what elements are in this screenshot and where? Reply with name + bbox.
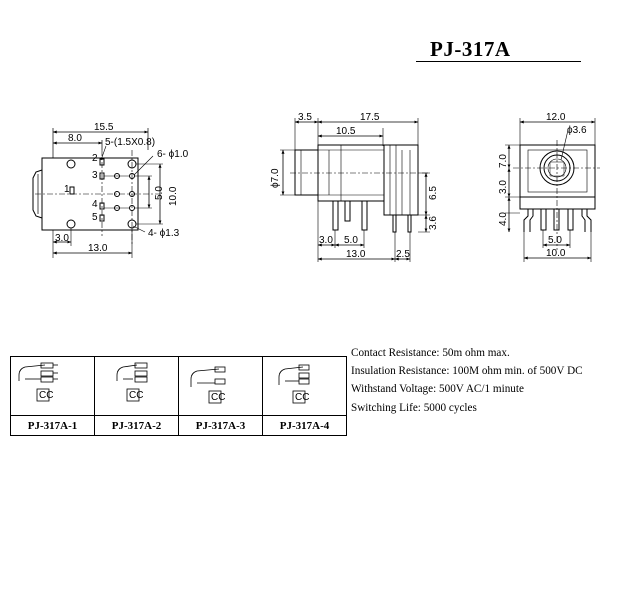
- dim-5-slot-holes: 5-(1.5X0.8): [105, 137, 155, 148]
- dim-2-5: 2.5: [396, 249, 410, 260]
- dim-15-5: 15.5: [94, 122, 114, 133]
- front-view-labels: 15.5 8.0 5-(1.5X0.8) 6- ϕ1.0 5.0 10.0 4-…: [55, 122, 189, 254]
- variant-1-schematic: CC: [10, 356, 95, 416]
- spec-contact-resistance: Contact Resistance: 50m ohm max.: [351, 347, 510, 359]
- svg-text:CC: CC: [211, 392, 225, 403]
- end-view: [505, 118, 600, 262]
- dim-10-5: 10.5: [336, 126, 356, 137]
- dim-side-13-0: 13.0: [346, 249, 366, 260]
- variant-label-1: PJ-317A-1: [10, 415, 95, 436]
- svg-text:CC: CC: [39, 390, 53, 401]
- jack-schematic-icon: CC: [190, 366, 225, 404]
- svg-text:CC: CC: [129, 390, 143, 401]
- dim-6-holes: 6- ϕ1.0: [157, 149, 189, 160]
- pin-label-1: 1: [64, 184, 70, 195]
- dim-end-3-0: 3.0: [498, 180, 509, 194]
- variant-label-3: PJ-317A-3: [178, 415, 263, 436]
- svg-text:CC: CC: [295, 392, 309, 403]
- pin-label-3: 3: [92, 170, 98, 181]
- jack-schematic-icon: CC: [278, 364, 309, 404]
- pin-label-4: 4: [92, 199, 98, 210]
- variant-label-2: PJ-317A-2: [94, 415, 179, 436]
- end-view-labels: 12.0 ϕ3.6 7.0 3.0 4.0 5.0 10.0: [498, 112, 587, 259]
- dim-end-5-0: 5.0: [548, 235, 562, 246]
- pin-label-2: 2: [92, 153, 98, 164]
- dim-phi-7-0: ϕ7.0: [270, 168, 281, 188]
- dim-10-0: 10.0: [168, 186, 179, 206]
- variant-table: CC CC: [10, 356, 347, 436]
- dim-5-0: 5.0: [154, 186, 165, 200]
- dim-end-7-0: 7.0: [498, 154, 509, 168]
- dim-side-3-0: 3.0: [319, 235, 333, 246]
- side-view-labels: 3.5 17.5 10.5 ϕ7.0 6.5 3.6 3.0 5.0 13.0 …: [270, 112, 439, 260]
- variant-label-4: PJ-317A-4: [262, 415, 347, 436]
- jack-schematic-icon: CC: [18, 362, 58, 402]
- dim-12-0: 12.0: [546, 112, 566, 123]
- dim-6-5: 6.5: [428, 186, 439, 200]
- dim-17-5: 17.5: [360, 112, 380, 123]
- variant-4-schematic: CC: [262, 356, 347, 416]
- dim-phi-3-6: ϕ3.6: [567, 125, 587, 136]
- front-view: [32, 128, 163, 258]
- dim-side-5-0: 5.0: [344, 235, 358, 246]
- dim-3-0: 3.0: [55, 233, 69, 244]
- dim-3-5: 3.5: [298, 112, 312, 123]
- spec-switching-life: Switching Life: 5000 cycles: [351, 401, 477, 414]
- variant-2-schematic: CC: [94, 356, 179, 416]
- dim-end-10-0: 10.0: [546, 248, 566, 259]
- side-view: [280, 118, 430, 262]
- part-number-title: PJ-317A: [430, 37, 511, 61]
- title-underline: [416, 61, 581, 62]
- dim-8-0: 8.0: [68, 133, 82, 144]
- dim-3-6: 3.6: [428, 216, 439, 230]
- dim-4-holes: 4- ϕ1.3: [148, 228, 180, 239]
- variant-3-schematic: CC: [178, 356, 263, 416]
- spec-withstand-voltage: Withstand Voltage: 500V AC/1 minute: [351, 383, 524, 396]
- specifications: Contact Resistance: 50m ohm max. Insulat…: [351, 344, 583, 417]
- jack-schematic-icon: CC: [116, 362, 148, 402]
- spec-insulation-resistance: Insulation Resistance: 100M ohm min. of …: [351, 365, 583, 378]
- dim-end-4-0: 4.0: [498, 212, 509, 226]
- pin-label-5: 5: [92, 212, 98, 223]
- dim-13-0: 13.0: [88, 243, 108, 254]
